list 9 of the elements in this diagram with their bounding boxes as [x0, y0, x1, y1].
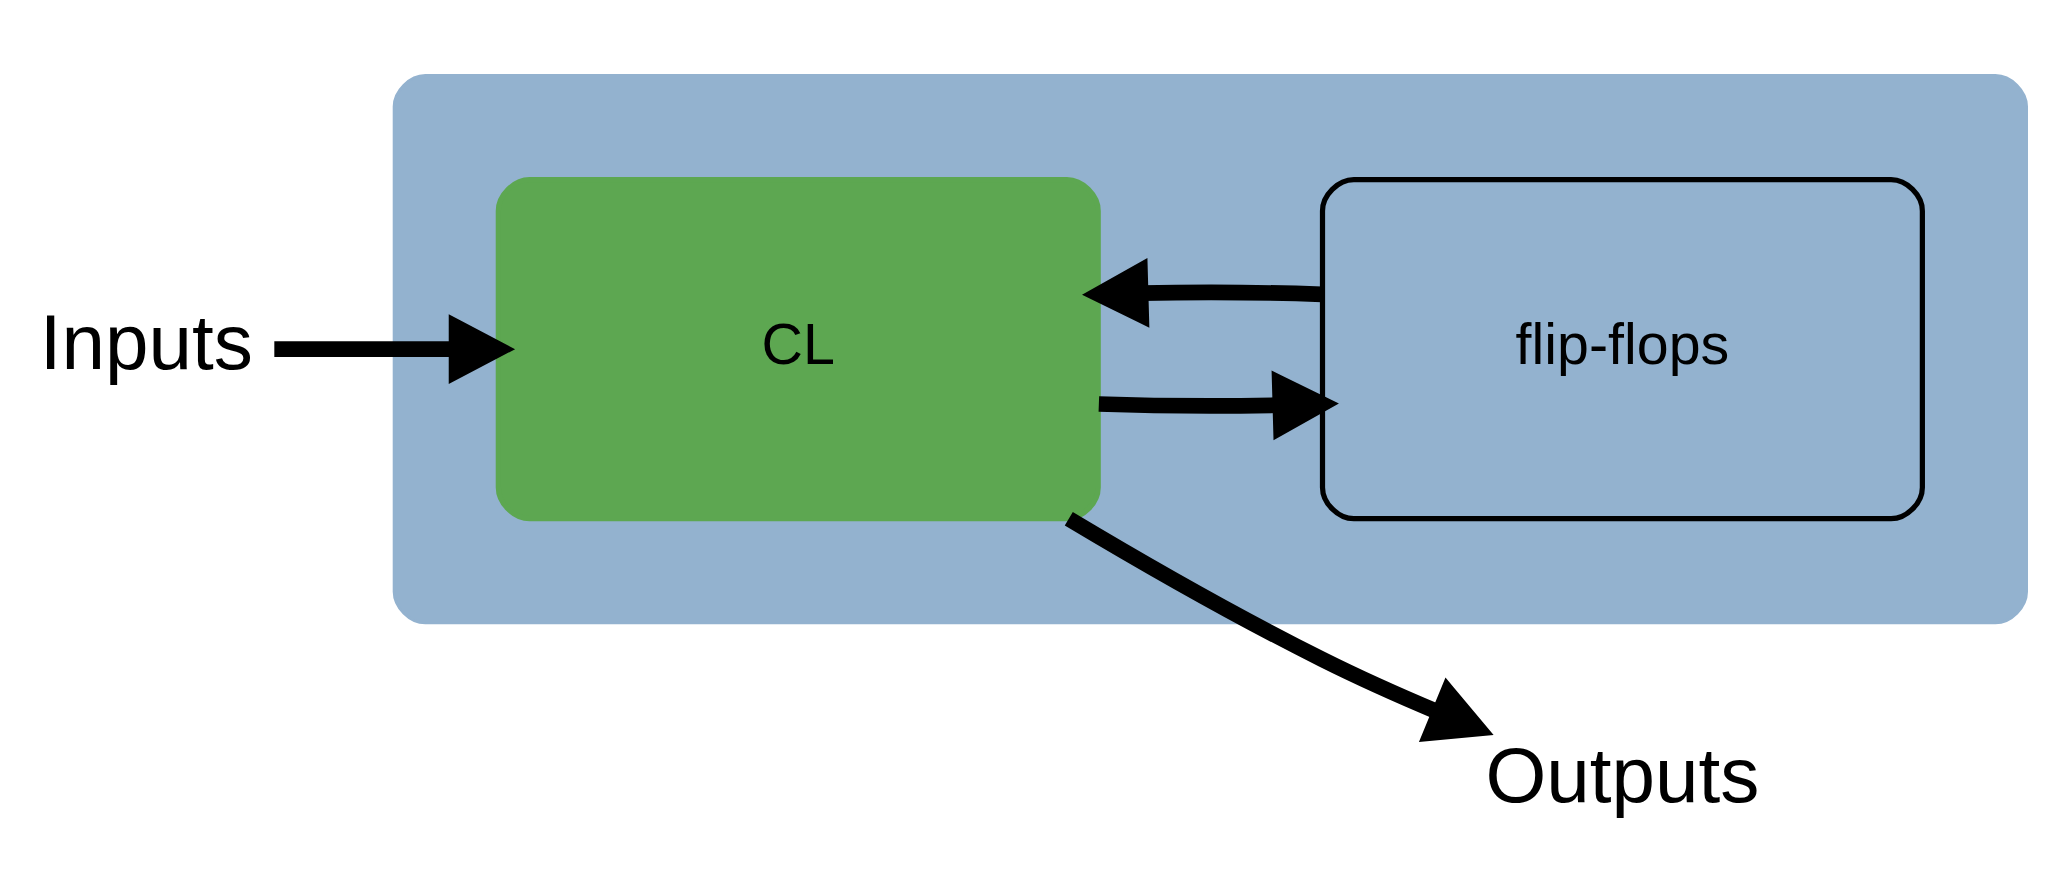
node-text: Outputs	[1485, 730, 1760, 819]
node-box: flip-flops	[1319, 176, 1925, 521]
arrow	[1082, 257, 1323, 328]
arrow	[1064, 511, 1494, 742]
node-text: Inputs	[39, 297, 253, 386]
arrow	[1098, 370, 1339, 440]
cluster	[392, 73, 2028, 624]
arrow	[274, 313, 516, 384]
node-box: CL	[495, 176, 1101, 521]
